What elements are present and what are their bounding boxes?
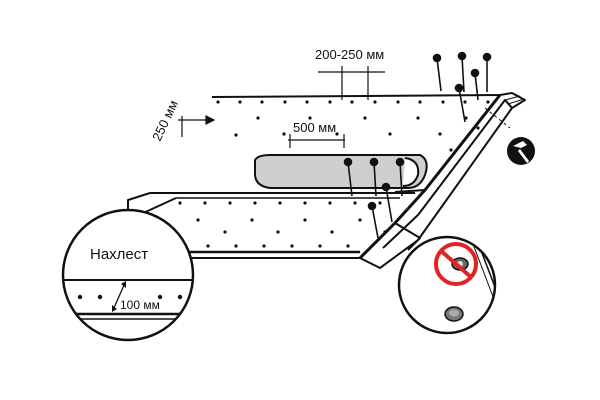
roof-outline [127,92,526,269]
nail-icon [343,157,353,197]
overlap-title: Нахлест [90,246,148,263]
upper-sheet-top-edge [211,94,501,98]
nail-icon [470,68,480,101]
overlap-width-label: 100 мм [120,298,160,312]
nail-dots [178,100,490,248]
upper-scatter [234,116,480,152]
ridge-cap-lines [504,95,525,105]
overlap-detail: Нахлест 100 мм [61,208,195,342]
upper-sheet-bottom-edge [394,189,426,193]
upper-row-1 [216,100,490,104]
lower-scatter [196,218,387,248]
roll-spacing-label: 500 мм [293,120,336,135]
nails-fold [343,157,405,239]
hammer-icon [507,137,535,165]
nails-top [432,51,492,123]
correct-nail-icon [444,306,464,322]
nail-icon [367,201,379,239]
nail-icon [454,83,466,123]
nail-icon [482,52,492,92]
rolled-sheet [253,154,428,189]
ridge-edge [358,94,502,260]
nail-icon [395,157,405,197]
rolled-sheet-curl [402,157,420,187]
edge-distance-label: 250 мм [149,98,181,144]
nail-detail [397,235,497,335]
nail-icon [369,157,379,197]
lower-row-1 [178,201,382,205]
nail-callout-pointer [394,222,421,251]
dim-500 [288,134,345,148]
nail-icon [381,182,393,223]
nail-spacing-label: 200-250 мм [315,47,384,62]
dim-200-250 [318,66,385,100]
nail-icon [457,51,467,93]
dashed-guide [484,107,511,129]
dim-250 [178,115,216,137]
prohibited-nail-icon [434,242,478,286]
nail-icon [432,53,442,92]
